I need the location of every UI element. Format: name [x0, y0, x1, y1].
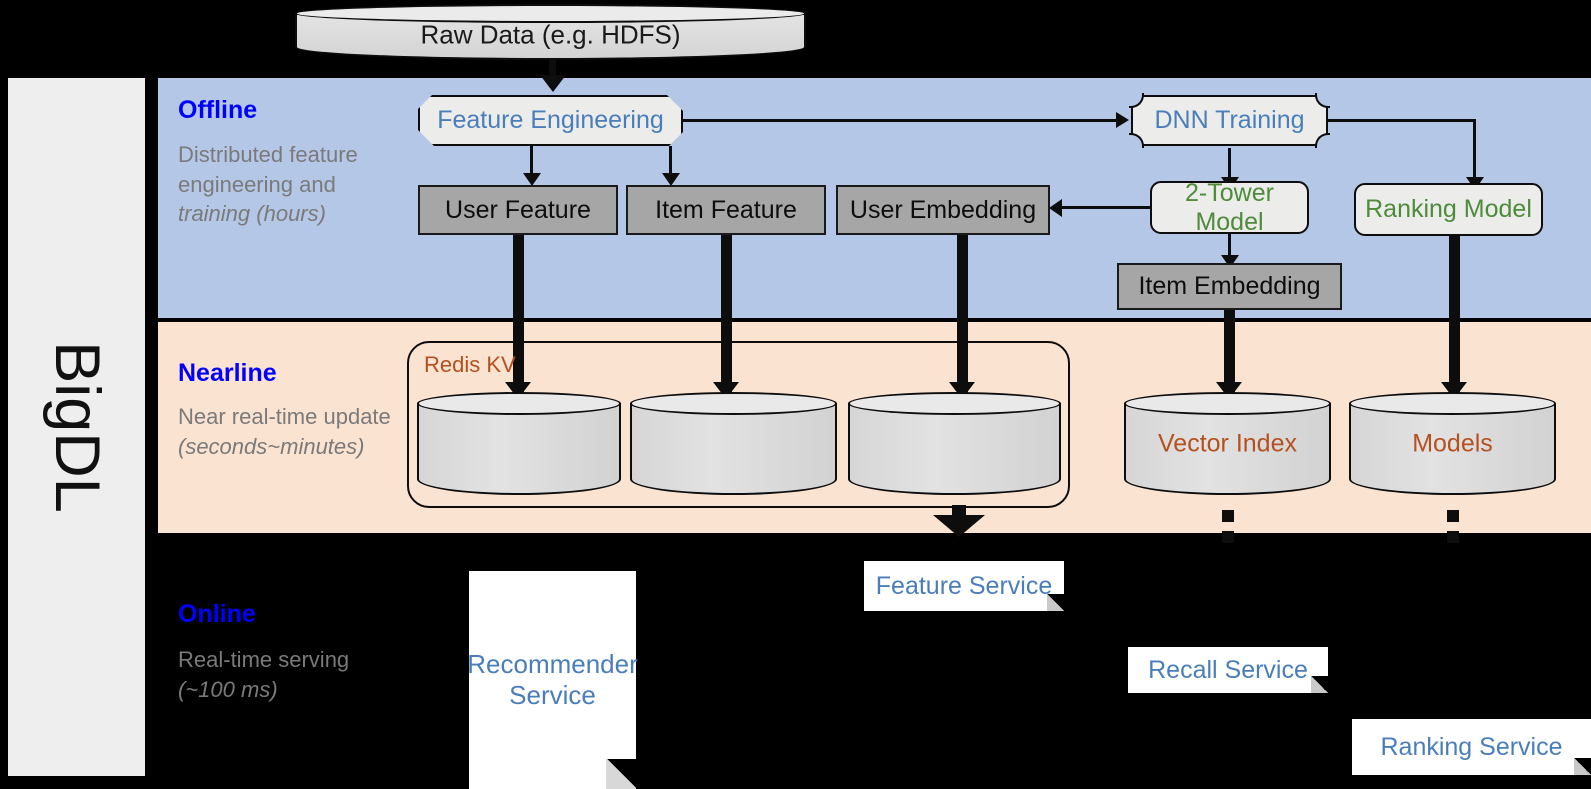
raw-data-label: Raw Data (e.g. HDFS) — [420, 19, 681, 50]
arrow-dnn-to-ranking-v — [1473, 119, 1476, 179]
page-fold-icon — [606, 759, 636, 789]
cylinder-top — [1349, 392, 1556, 415]
store-item-feature-cylinder[interactable] — [630, 392, 837, 495]
connector-redis-to-featureservice-head — [933, 515, 985, 537]
offline-title: Offline — [178, 96, 258, 124]
bracket-nub-bl — [1129, 133, 1144, 148]
bigdl-label: BigDL — [41, 341, 112, 513]
dnn-training-node[interactable]: DNN Training — [1129, 93, 1330, 148]
connector-vectorindex-dash-2 — [1222, 531, 1234, 543]
connector-redis-to-featureservice-stub — [952, 505, 966, 518]
two-tower-model-label: 2-Tower Model — [1185, 178, 1274, 236]
arrow-twotower-to-itemembedding-shaft — [1228, 234, 1231, 259]
item-embedding-label: Item Embedding — [1138, 272, 1321, 300]
arrow-fe-to-userfeature-head — [523, 173, 541, 186]
page-fold-icon — [1311, 676, 1328, 693]
nearline-title: Nearline — [178, 359, 277, 387]
cylinder-body — [1124, 403, 1331, 495]
page-fold-icon — [1574, 758, 1591, 775]
offline-subtitle: Distributed feature engineering and trai… — [178, 140, 408, 229]
store-user-feature-cylinder[interactable] — [417, 392, 621, 495]
arrow-fe-to-itemfeature-head — [662, 173, 680, 186]
cylinder-body — [1349, 403, 1556, 495]
arrow-fe-to-dnn-head — [1116, 112, 1129, 128]
redis-kv-container — [407, 341, 1070, 508]
recall-service-label: Recall Service — [1148, 655, 1308, 684]
connector-models-dash-2 — [1447, 531, 1459, 543]
two-tower-model-node[interactable]: 2-Tower Model — [1150, 178, 1309, 236]
user-feature-label: User Feature — [445, 195, 591, 224]
item-feature-label: Item Feature — [655, 195, 797, 224]
arrow-dnn-to-ranking-h — [1328, 119, 1476, 122]
connector-models-dash-1 — [1447, 510, 1459, 522]
item-feature-node[interactable]: Item Feature — [626, 185, 826, 235]
arrow-fe-to-itemfeature-shaft — [669, 146, 672, 175]
dnn-training-label: DNN Training — [1154, 106, 1305, 134]
models-cylinder[interactable]: Models — [1349, 392, 1556, 495]
feature-engineering-node[interactable]: Feature Engineering — [418, 95, 683, 146]
offline-subtitle-main: Distributed feature engineering and — [178, 142, 358, 197]
user-embedding-label: User Embedding — [849, 195, 1037, 224]
pipe-userfeature-to-store — [513, 235, 524, 395]
recommender-service-node[interactable]: Recommender Service — [467, 571, 638, 789]
cylinder-body — [630, 403, 837, 495]
arrow-fe-to-dnn-shaft — [683, 119, 1117, 122]
feature-service-node[interactable]: Feature Service — [864, 561, 1064, 611]
arrow-twotower-to-userembedding-head — [1049, 199, 1062, 217]
nearline-subtitle-main: Near real-time update — [178, 404, 391, 429]
feature-engineering-label: Feature Engineering — [437, 106, 664, 134]
bracket-nub-tr — [1315, 93, 1330, 108]
cylinder-top — [848, 392, 1061, 415]
arrow-dnn-to-twotower-shaft — [1228, 148, 1231, 180]
feature-service-label: Feature Service — [875, 571, 1053, 600]
recommender-service-label: Recommender Service — [467, 648, 638, 710]
pipe-itemfeature-to-store — [721, 235, 732, 395]
store-user-embedding-cylinder[interactable] — [848, 392, 1061, 495]
cylinder-top — [295, 4, 806, 23]
online-title: Online — [178, 600, 256, 628]
arrow-twotower-to-userembedding-shaft — [1062, 206, 1152, 209]
arrow-fe-to-userfeature-shaft — [530, 146, 533, 175]
user-feature-node[interactable]: User Feature — [418, 185, 618, 235]
nearline-subtitle: Near real-time update (seconds~minutes) — [178, 402, 408, 461]
ranking-service-label: Ranking Service — [1380, 732, 1563, 761]
arrow-rawdata-to-fe-shaft — [549, 60, 556, 80]
online-subtitle-italic: (~100 ms) — [178, 676, 278, 702]
pipe-userembedding-to-store — [957, 235, 968, 395]
bracket-nub-br — [1315, 133, 1330, 148]
ranking-service-node[interactable]: Ranking Service — [1352, 719, 1591, 775]
cylinder-top — [417, 392, 621, 415]
pipe-rankingmodel-to-models — [1449, 236, 1460, 395]
vector-index-label: Vector Index — [1158, 429, 1297, 457]
raw-data-cylinder: Raw Data (e.g. HDFS) — [295, 4, 806, 60]
cylinder-body — [417, 403, 621, 495]
recall-service-node[interactable]: Recall Service — [1128, 647, 1328, 693]
vector-index-cylinder[interactable]: Vector Index — [1124, 392, 1331, 495]
bigdl-framework-rail: BigDL — [8, 78, 145, 776]
redis-kv-label: Redis KV — [424, 352, 516, 377]
offline-subtitle-italic: training (hours) — [178, 201, 326, 227]
user-embedding-node[interactable]: User Embedding — [836, 185, 1050, 235]
online-subtitle: Real-time serving (~100 ms) — [178, 645, 408, 704]
pipe-itemembedding-to-vectorindex — [1224, 310, 1235, 395]
online-subtitle-main: Real-time serving — [178, 647, 350, 672]
cylinder-top — [630, 392, 837, 415]
nearline-subtitle-italic: (seconds~minutes) — [178, 433, 365, 459]
arrow-rawdata-to-fe-head — [540, 75, 566, 92]
cylinder-top — [1124, 392, 1331, 415]
ranking-model-node[interactable]: Ranking Model — [1354, 183, 1543, 236]
page-fold-icon — [1047, 594, 1064, 611]
cylinder-body — [848, 403, 1061, 495]
ranking-model-label: Ranking Model — [1365, 195, 1532, 223]
models-label: Models — [1412, 429, 1493, 457]
connector-vectorindex-dash-1 — [1222, 510, 1234, 522]
item-embedding-node[interactable]: Item Embedding — [1117, 263, 1342, 310]
